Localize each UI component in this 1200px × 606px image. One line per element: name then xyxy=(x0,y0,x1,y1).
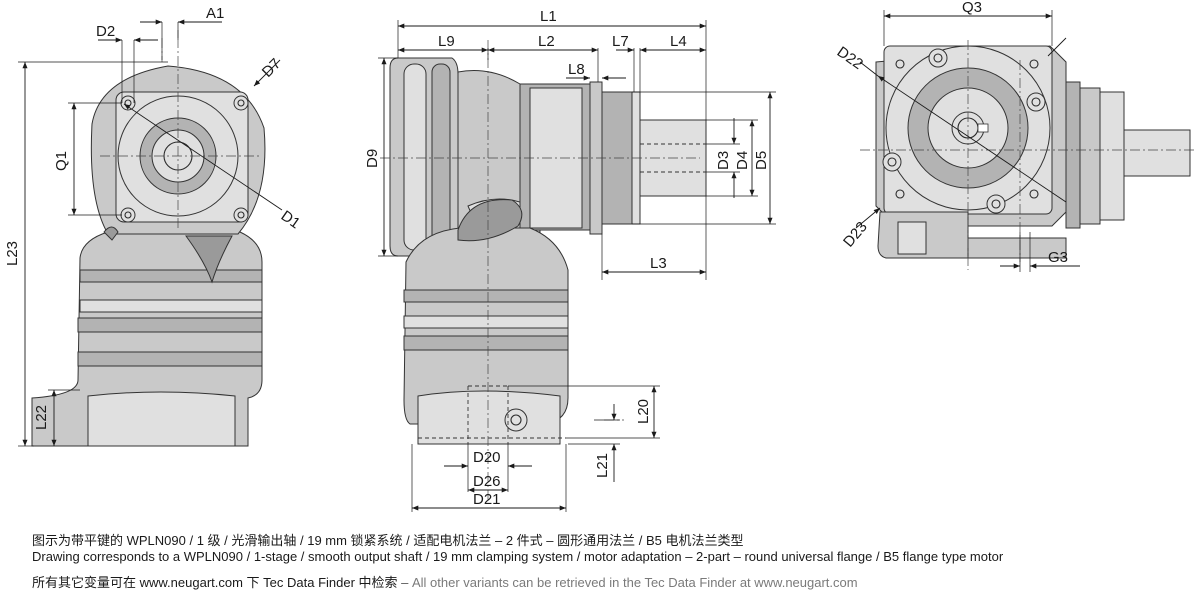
dim-L2: L2 xyxy=(538,33,555,50)
dim-L7: L7 xyxy=(612,33,629,50)
dim-D3: D3 xyxy=(715,151,732,170)
side-view: L1 L9 L2 L7 L4 L8 D9 D3 D4 D5 L3 L20 L21… xyxy=(364,8,776,512)
dim-D5: D5 xyxy=(753,151,770,170)
front-view: A1 D2 D7 Q1 D1 L23 L22 xyxy=(4,5,303,447)
technical-drawing: A1 D2 D7 Q1 D1 L23 L22 xyxy=(4,0,1196,512)
dim-L9: L9 xyxy=(438,33,455,50)
dim-D21: D21 xyxy=(473,491,501,508)
dim-L4: L4 xyxy=(670,33,687,50)
dim-L23: L23 xyxy=(4,241,21,266)
dim-G3: G3 xyxy=(1048,249,1068,266)
dim-A1: A1 xyxy=(206,5,224,22)
variants-note: 所有其它变量可在 www.neugart.com 下 Tec Data Find… xyxy=(32,575,858,591)
dim-L21: L21 xyxy=(594,453,611,478)
caption-chinese: 图示为带平键的 WPLN090 / 1 级 / 光滑输出轴 / 19 mm 锁紧… xyxy=(32,533,744,548)
dim-L1: L1 xyxy=(540,8,557,25)
top-view: Q3 D22 D23 G3 xyxy=(834,0,1196,272)
dim-D23: D23 xyxy=(840,219,871,251)
dim-D22: D22 xyxy=(834,43,866,73)
dim-D9: D9 xyxy=(364,149,381,168)
dim-D1: D1 xyxy=(278,207,303,232)
dim-Q1: Q1 xyxy=(53,151,70,171)
dim-L3: L3 xyxy=(650,255,667,272)
dim-L20: L20 xyxy=(635,399,652,424)
caption-english: Drawing corresponds to a WPLN090 / 1-sta… xyxy=(32,549,1004,564)
variants-note-separator: – xyxy=(397,575,412,590)
variants-note-chinese: 所有其它变量可在 www.neugart.com 下 Tec Data Find… xyxy=(32,575,398,590)
dim-Q3: Q3 xyxy=(962,0,982,16)
dim-D26: D26 xyxy=(473,473,501,490)
dim-D4: D4 xyxy=(734,151,751,170)
dim-D2: D2 xyxy=(96,23,115,40)
dim-L22: L22 xyxy=(33,405,50,430)
variants-note-english: All other variants can be retrieved in t… xyxy=(412,575,858,590)
dim-L8: L8 xyxy=(568,61,585,78)
dim-D20: D20 xyxy=(473,449,501,466)
